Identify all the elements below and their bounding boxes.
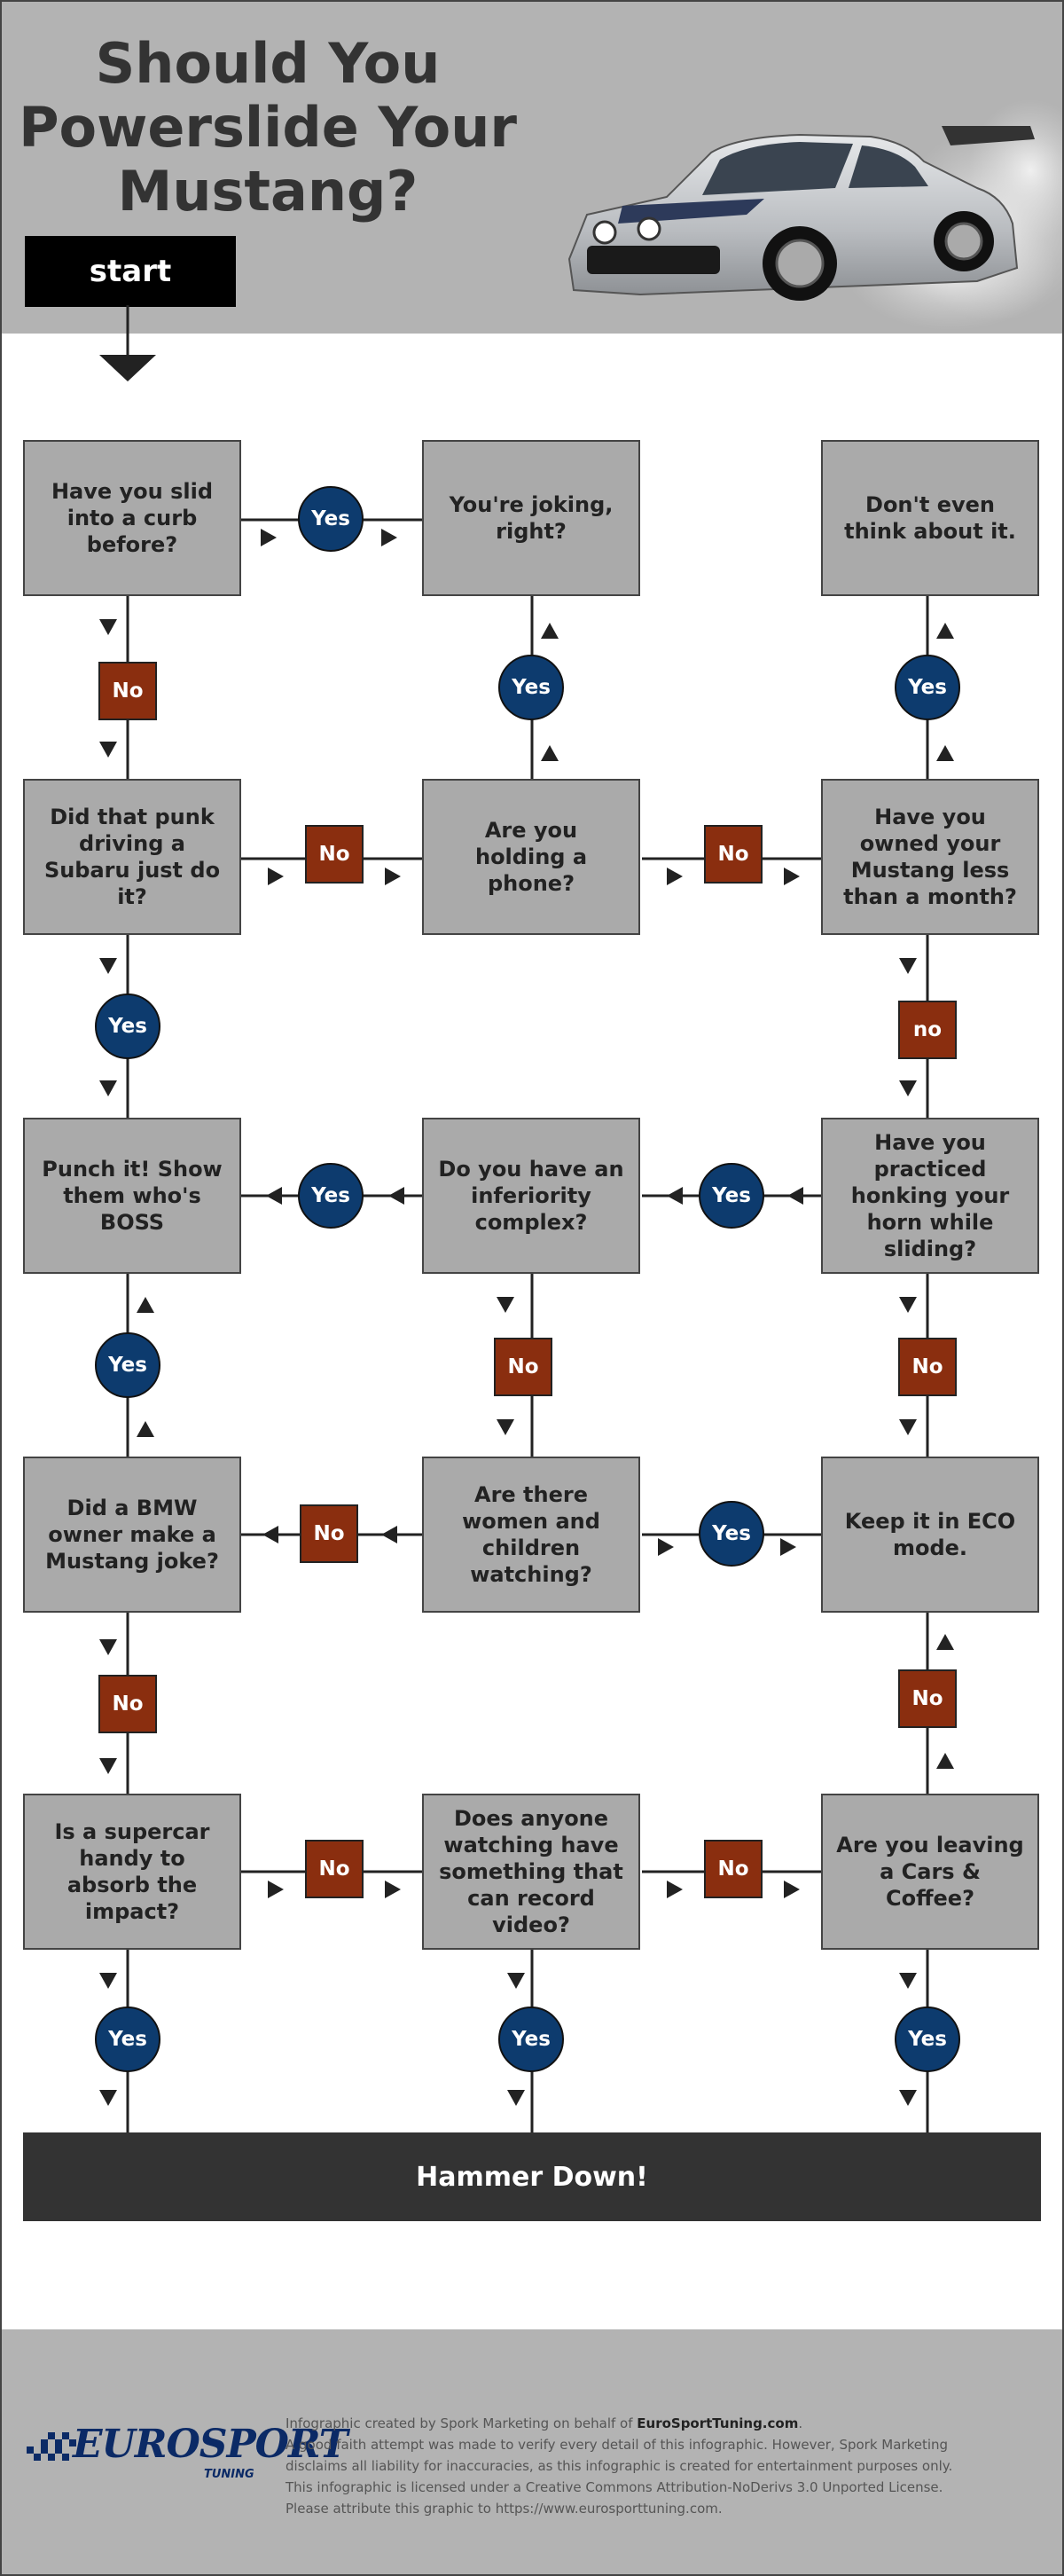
no-label: No	[704, 825, 763, 884]
no-label: No	[494, 1338, 552, 1396]
credits-line: Infographic created by Spork Marketing o…	[286, 2415, 803, 2431]
question-holding-phone: Are you holding a phone?	[422, 779, 640, 935]
checkered-flag-icon	[27, 2432, 76, 2461]
title-line: Should You	[95, 31, 441, 96]
credits-text: Infographic created by Spork Marketing o…	[286, 2413, 1030, 2519]
question-record-video: Does anyone watching have something that…	[422, 1794, 640, 1950]
question-supercar: Is a supercar handy to absorb the impact…	[23, 1794, 241, 1950]
question-owned-less-than-month: Have you owned your Mustang less than a …	[821, 779, 1039, 935]
yes-label: Yes	[95, 993, 160, 1059]
yes-label: Yes	[95, 2007, 160, 2072]
no-label: No	[305, 825, 364, 884]
header: Should You Powerslide Your Mustang? star…	[2, 2, 1062, 334]
start-label: start	[25, 236, 236, 307]
yes-label: Yes	[298, 486, 364, 552]
yes-label: Yes	[699, 1163, 764, 1229]
eurosport-tuning-logo: EUROSPORT TUNING	[27, 2420, 348, 2482]
question-women-children: Are there women and children watching?	[422, 1457, 640, 1613]
title-line: Mustang?	[117, 159, 419, 224]
credits-line: Please attribute this graphic to https:/…	[286, 2501, 723, 2517]
title-line: Powerslide Your	[19, 95, 517, 160]
yes-label: Yes	[498, 2007, 564, 2072]
yes-label: Yes	[95, 1332, 160, 1398]
logo-text: EUROSPORT	[73, 2422, 348, 2467]
credits-line: disclaims all liability for inaccuracies…	[286, 2458, 953, 2474]
no-label: No	[704, 1840, 763, 1898]
logo-subtext: TUNING	[204, 2468, 254, 2481]
page-title: Should You Powerslide Your Mustang?	[2, 32, 534, 224]
no-label: No	[300, 1504, 358, 1563]
question-inferiority-complex: Do you have an inferiority complex?	[422, 1118, 640, 1274]
yes-label: Yes	[498, 655, 564, 720]
yes-label: Yes	[298, 1163, 364, 1229]
footer: EUROSPORT TUNING Infographic created by …	[2, 2329, 1062, 2574]
no-label: no	[898, 1001, 957, 1059]
yes-label: Yes	[895, 655, 960, 720]
yes-label: Yes	[895, 2007, 960, 2072]
credits-line: This infographic is licensed under a Cre…	[286, 2479, 943, 2495]
answer-punch-it: Punch it! Show them who's BOSS	[23, 1118, 241, 1274]
answer-youre-joking: You're joking, right?	[422, 440, 640, 596]
no-label: No	[898, 1669, 957, 1728]
answer-eco-mode: Keep it in ECO mode.	[821, 1457, 1039, 1613]
question-bmw-joke: Did a BMW owner make a Mustang joke?	[23, 1457, 241, 1613]
question-cars-coffee: Are you leaving a Cars & Coffee?	[821, 1794, 1039, 1950]
question-subaru: Did that punk driving a Subaru just do i…	[23, 779, 241, 935]
brand-link[interactable]: EuroSportTuning.com	[637, 2415, 799, 2431]
yes-label: Yes	[699, 1501, 764, 1567]
mustang-car-image	[567, 99, 1062, 330]
no-label: No	[98, 1675, 157, 1733]
final-outcome-hammer-down: Hammer Down!	[23, 2132, 1041, 2221]
answer-dont-even-think: Don't even think about it.	[821, 440, 1039, 596]
question-honking-horn: Have you practiced honking your horn whi…	[821, 1118, 1039, 1274]
credits-line: A good faith attempt was made to verify …	[286, 2437, 949, 2453]
no-label: No	[98, 662, 157, 720]
no-label: No	[305, 1840, 364, 1898]
question-slid-into-curb: Have you slid into a curb before?	[23, 440, 241, 596]
no-label: No	[898, 1338, 957, 1396]
